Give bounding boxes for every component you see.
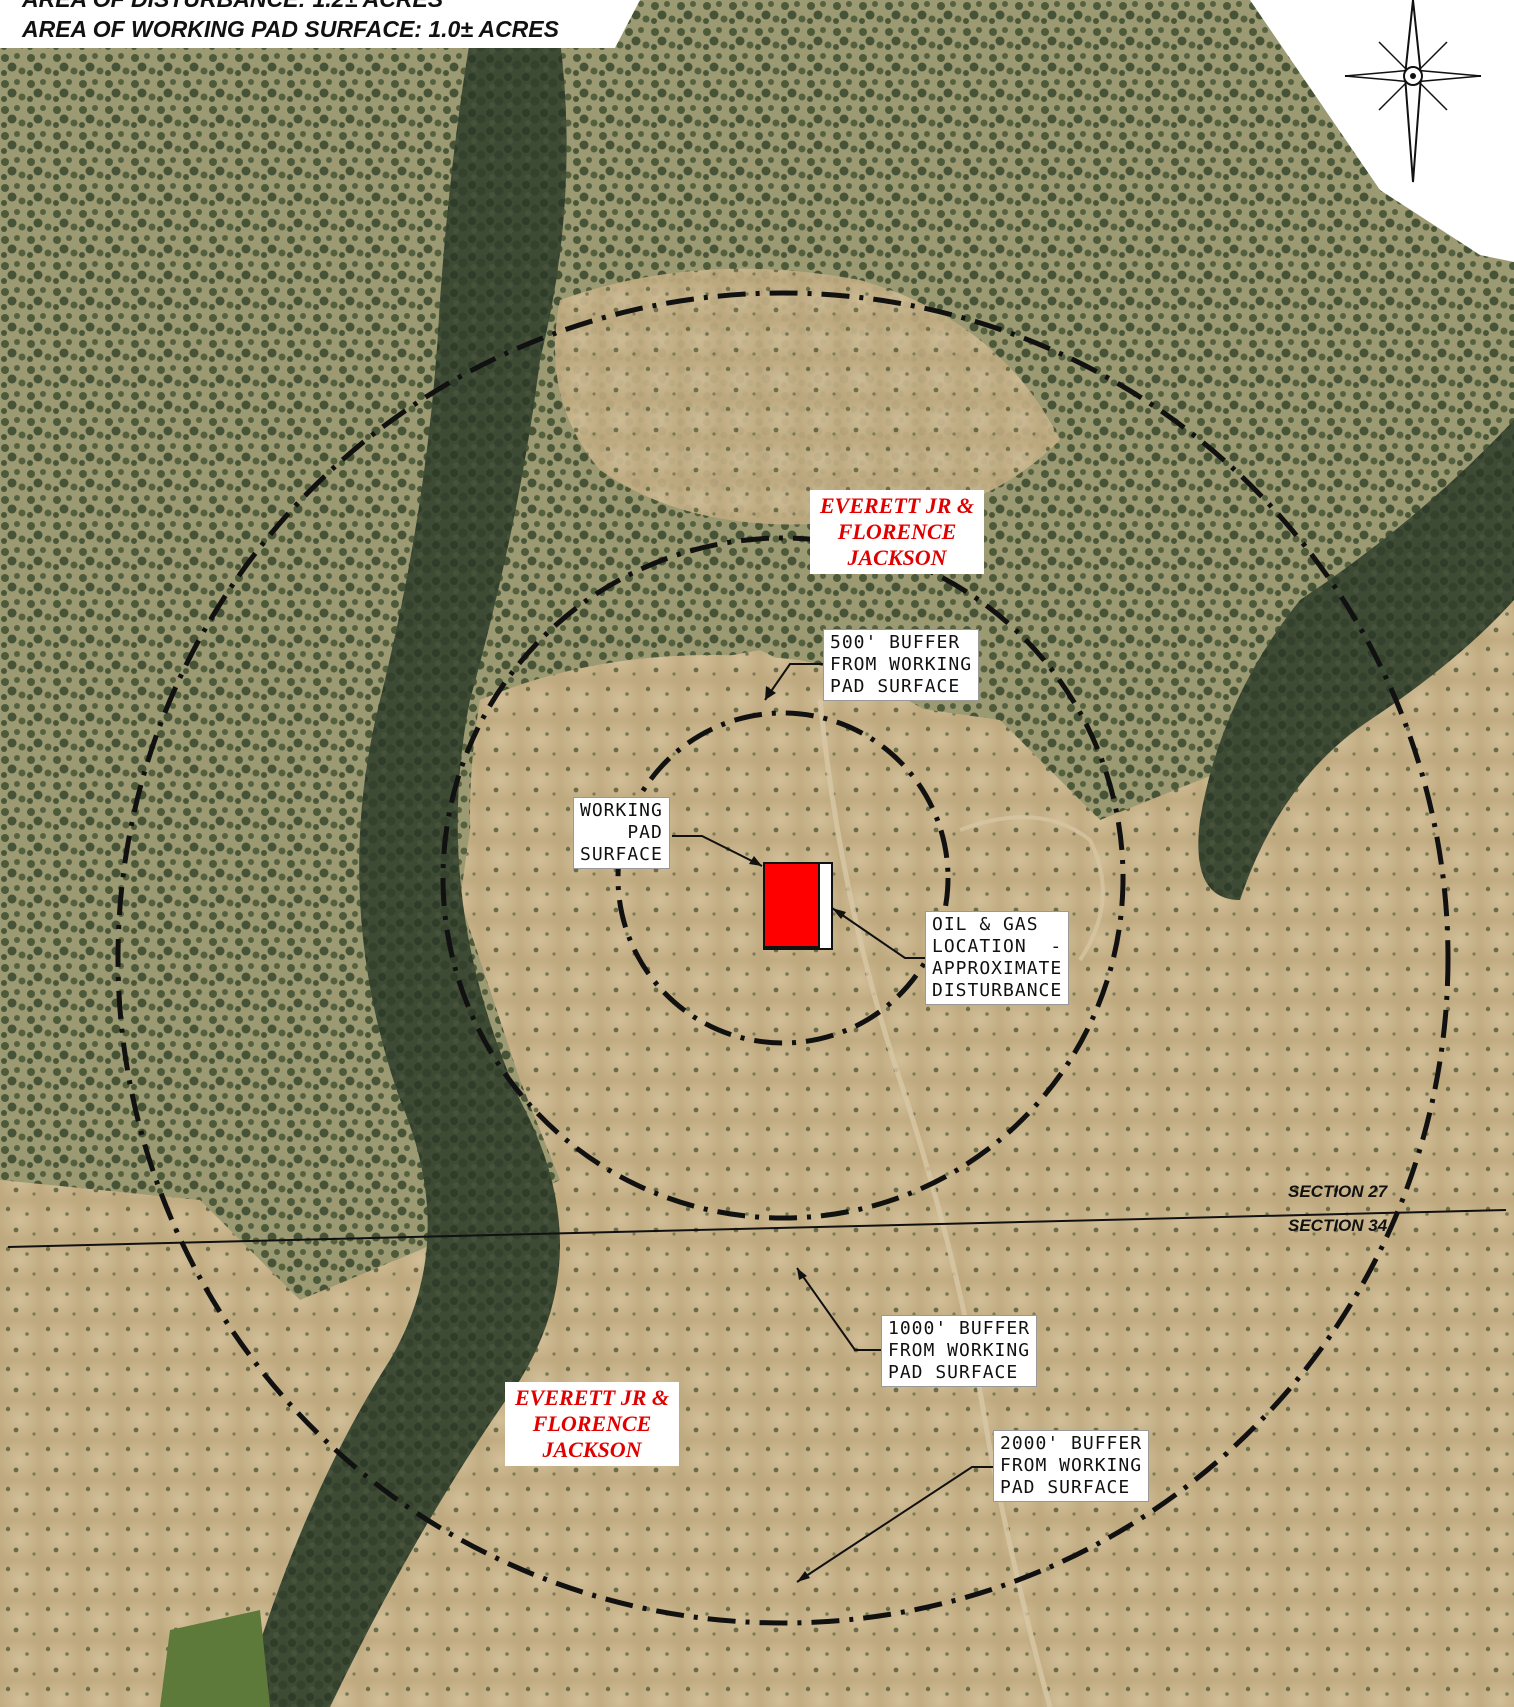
north-arrow-cutout — [1250, 0, 1514, 262]
owner-name-line: EVERETT JR & — [820, 493, 975, 518]
owner-name-line: JACKSON — [542, 1437, 642, 1462]
section-34-label: SECTION 34 — [1288, 1216, 1388, 1235]
owner-label-north: EVERETT JR & FLORENCE JACKSON — [810, 490, 985, 574]
section-line — [7, 1209, 1507, 1248]
working-pad-surface — [763, 862, 820, 948]
owner-name-line: FLORENCE — [837, 519, 957, 544]
east-vegetation — [1198, 420, 1514, 900]
clearing-north — [555, 268, 1060, 525]
callout-2000-buffer: 2000' BUFFER FROM WORKING PAD SURFACE — [993, 1430, 1150, 1502]
access-road-loop — [959, 815, 1105, 962]
leader-oil-gas — [831, 907, 927, 959]
owner-name-line: EVERETT JR & — [515, 1385, 670, 1410]
buffer-1000-circle — [440, 535, 1126, 1221]
leader-working-pad — [672, 835, 763, 867]
leader-lines — [672, 663, 995, 1583]
title-cutout — [0, 0, 640, 48]
compass-rose-icon — [1344, 0, 1482, 183]
buffer-2000-circle — [115, 290, 1451, 1626]
access-road — [817, 699, 1053, 1707]
area-of-working-pad: AREA OF WORKING PAD SURFACE: 1.0± ACRES — [22, 16, 559, 42]
callout-oil-gas-location: OIL & GAS LOCATION - APPROXIMATE DISTURB… — [925, 911, 1070, 1005]
area-of-disturbance: AREA OF DISTURBANCE: 1.2± ACRES — [22, 0, 443, 13]
leader-1000 — [796, 1267, 883, 1351]
owner-name-line: FLORENCE — [532, 1411, 652, 1436]
leader-2000 — [796, 1466, 995, 1583]
callout-working-pad: WORKING PAD SURFACE — [573, 797, 670, 869]
buffer-500-circle — [615, 710, 951, 1046]
leader-arrowheads — [749, 686, 846, 1582]
owner-name-line: JACKSON — [847, 545, 947, 570]
clearing-pad — [470, 655, 1010, 1110]
callout-500-buffer: 500' BUFFER FROM WORKING PAD SURFACE — [823, 629, 980, 701]
drainage-vegetation — [240, 40, 567, 1707]
title-block: AREA OF DISTURBANCE: 1.2± ACRES AREA OF … — [0, 0, 640, 48]
callout-1000-buffer: 1000' BUFFER FROM WORKING PAD SURFACE — [881, 1315, 1038, 1387]
section-27-label: SECTION 27 — [1288, 1182, 1388, 1201]
field-patch — [160, 1610, 270, 1707]
owner-label-south: EVERETT JR & FLORENCE JACKSON — [505, 1382, 680, 1466]
leader-500 — [764, 663, 832, 701]
